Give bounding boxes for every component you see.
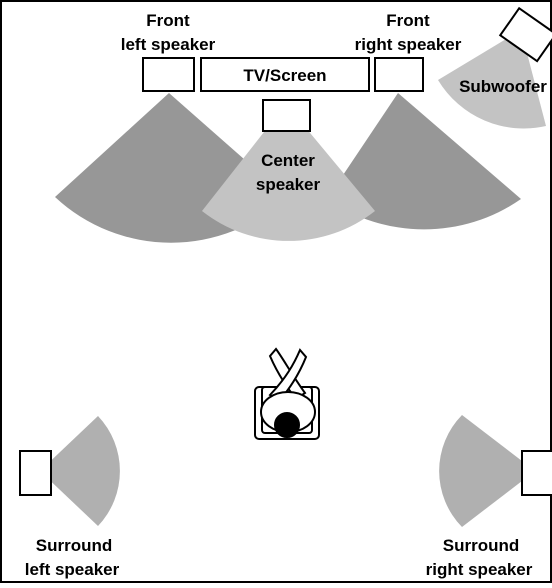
- front-left-label-line1: Front: [146, 11, 190, 30]
- front-left-label-line2: left speaker: [121, 35, 216, 54]
- surround-left-label-line2: left speaker: [25, 560, 120, 579]
- surround-right-cone: [439, 415, 535, 527]
- center-label-line2: speaker: [256, 175, 321, 194]
- surround-right-label-line2: right speaker: [426, 560, 533, 579]
- front-right-speaker-box: [374, 57, 424, 92]
- surround-left-label-line1: Surround: [36, 536, 113, 555]
- front-right-label-line2: right speaker: [355, 35, 462, 54]
- subwoofer-label: Subwoofer: [459, 77, 547, 96]
- center-speaker-box: [262, 99, 311, 132]
- surround-left-cone: [40, 416, 120, 526]
- listener-icon: [254, 347, 320, 440]
- surround-right-speaker-box: [521, 450, 552, 496]
- center-label-line1: Center: [261, 151, 315, 170]
- tv-screen-label: TV/Screen: [243, 66, 326, 85]
- tv-screen-box: [200, 57, 370, 92]
- surround-right-label-line1: Surround: [443, 536, 520, 555]
- subwoofer-box: [498, 6, 552, 63]
- front-right-cone: [327, 93, 521, 230]
- center-cone: [202, 104, 375, 241]
- subwoofer-cone: [438, 30, 546, 129]
- surround-left-speaker-box: [19, 450, 52, 496]
- front-left-speaker-box: [142, 57, 195, 92]
- front-right-label-line1: Front: [386, 11, 430, 30]
- head-icon: [274, 412, 300, 438]
